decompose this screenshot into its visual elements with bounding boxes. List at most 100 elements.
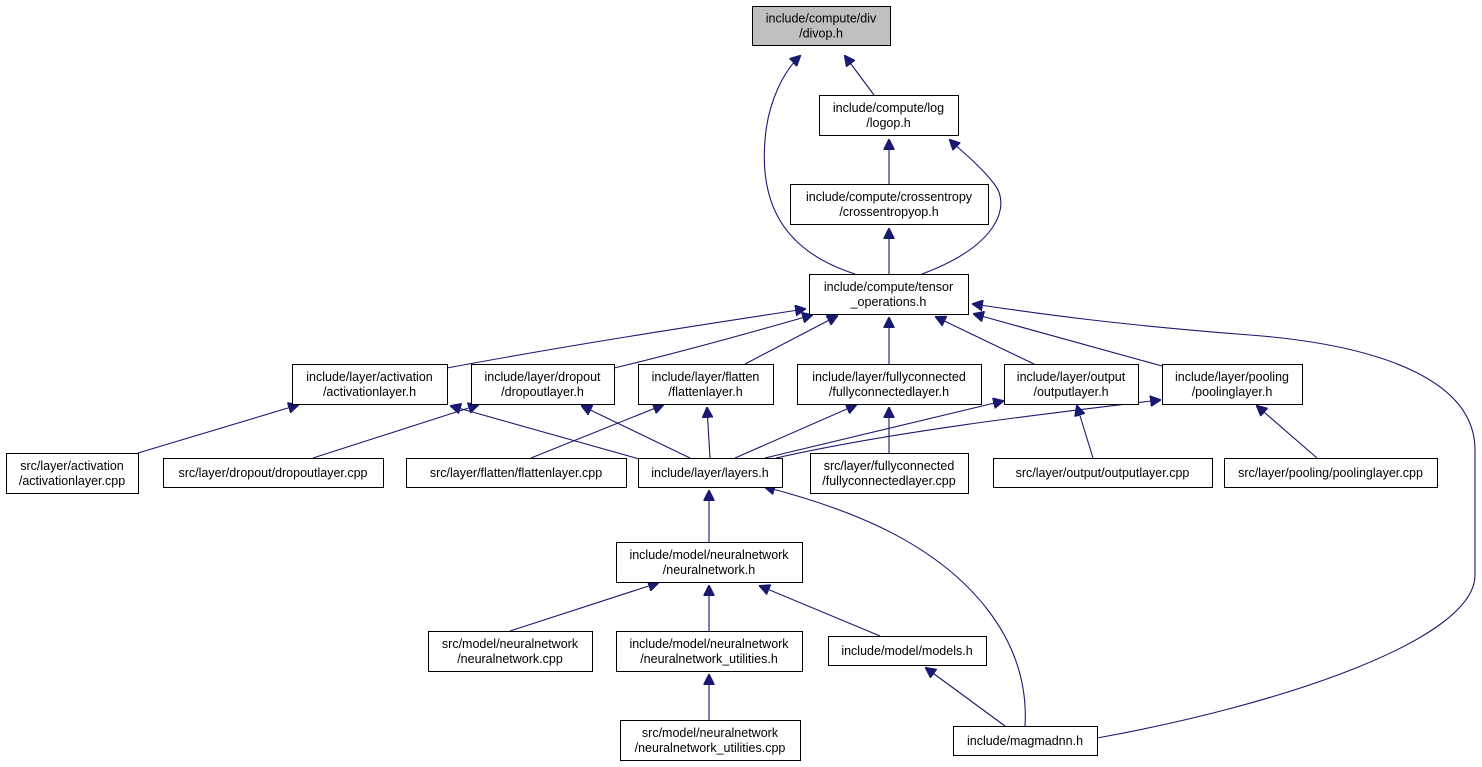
node-neuralnetwork-utilities-cpp[interactable]: src/model/neuralnetwork/neuralnetwork_ut… <box>620 720 801 761</box>
node-tensor-operations[interactable]: include/compute/tensor_operations.h <box>809 274 969 315</box>
node-label-line: /logop.h <box>866 116 911 130</box>
edge-flattenlayer_cpp-to-flattenlayer_h <box>530 405 663 459</box>
node-box <box>406 458 627 488</box>
edge-layers_h-to-fullyconnectedlayer_h <box>734 405 856 459</box>
node-box <box>6 453 139 494</box>
edge-magmadnn_h-to-tensor_operations <box>973 304 1476 739</box>
node-label-line: /neuralnetwork.cpp <box>457 652 563 666</box>
node-label-line: include/compute/div <box>766 12 877 26</box>
node-activationlayer-cpp[interactable]: src/layer/activation/activationlayer.cpp <box>6 453 139 494</box>
edge-dropoutlayer_h-to-tensor_operations <box>613 315 812 369</box>
edge-magmadnn_h-to-models_h <box>926 668 1006 727</box>
node-label-line: src/layer/flatten/flattenlayer.cpp <box>430 466 602 480</box>
node-box <box>993 458 1213 488</box>
node-label-line: /neuralnetwork_utilities.h <box>640 652 778 666</box>
node-box <box>1224 458 1438 488</box>
edge-outputlayer_cpp-to-outputlayer_h <box>1077 406 1094 459</box>
node-label-line: /fullyconnectedlayer.h <box>829 385 949 399</box>
node-label-line: include/model/models.h <box>841 644 972 658</box>
node-box <box>1004 364 1139 405</box>
node-label-line: src/layer/fullyconnected <box>824 459 955 473</box>
node-label-line: include/layer/activation <box>306 370 433 384</box>
node-box <box>797 364 982 405</box>
node-label-line: /divop.h <box>799 27 843 41</box>
node-label-line: /crossentropyop.h <box>839 205 938 219</box>
node-label-line: /outputlayer.h <box>1033 385 1108 399</box>
edge-outputlayer_h-to-tensor_operations <box>936 317 1035 365</box>
edge-dropoutlayer_cpp-to-dropoutlayer_h <box>312 405 478 459</box>
node-box <box>616 542 803 583</box>
edge-activationlayer_h-to-tensor_operations <box>446 309 805 369</box>
node-label-line: /activationlayer.cpp <box>19 474 125 488</box>
node-label-line: src/model/neuralnetwork <box>642 726 779 740</box>
node-label-line: include/layer/fullyconnected <box>812 370 966 384</box>
node-box <box>809 274 969 315</box>
node-label-line: include/layer/output <box>1017 370 1126 384</box>
node-neuralnetwork-h[interactable]: include/model/neuralnetwork/neuralnetwor… <box>616 542 803 583</box>
node-box <box>790 184 989 225</box>
edge-layers_h-to-flattenlayer_h <box>707 408 710 459</box>
edge-layers_h-to-poolinglayer_h <box>775 400 1160 459</box>
node-neuralnetwork-utilities-h[interactable]: include/model/neuralnetwork/neuralnetwor… <box>616 631 803 672</box>
node-box <box>752 6 891 46</box>
node-box <box>163 458 384 488</box>
node-dropoutlayer-h[interactable]: include/layer/dropout/dropoutlayer.h <box>471 364 615 405</box>
node-fullyconnectedlayer-h[interactable]: include/layer/fullyconnected/fullyconnec… <box>797 364 982 405</box>
node-divop[interactable]: include/compute/div/divop.h <box>752 6 891 46</box>
edge-layers_h-to-activationlayer_h <box>451 406 651 463</box>
node-box <box>1162 364 1303 405</box>
node-label-line: /fullyconnectedlayer.cpp <box>822 474 955 488</box>
edge-models_h-to-neuralnetwork_h <box>760 586 881 637</box>
node-label-line: src/layer/pooling/poolinglayer.cpp <box>1238 466 1423 480</box>
node-label-line: /activationlayer.h <box>323 385 416 399</box>
node-box <box>828 636 987 666</box>
node-flattenlayer-h[interactable]: include/layer/flatten/flattenlayer.h <box>638 364 774 405</box>
node-dropoutlayer-cpp[interactable]: src/layer/dropout/dropoutlayer.cpp <box>163 458 384 488</box>
edge-poolinglayer_cpp-to-poolinglayer_h <box>1257 406 1318 459</box>
node-box <box>953 726 1098 756</box>
node-label-line: include/model/neuralnetwork <box>629 548 789 562</box>
node-poolinglayer-cpp[interactable]: src/layer/pooling/poolinglayer.cpp <box>1224 458 1438 488</box>
edge-layers_h-to-outputlayer_h <box>764 401 1003 459</box>
node-label-line: src/layer/dropout/dropoutlayer.cpp <box>179 466 368 480</box>
node-outputlayer-cpp[interactable]: src/layer/output/outputlayer.cpp <box>993 458 1213 488</box>
node-fullyconnectedlayer-cpp[interactable]: src/layer/fullyconnected/fullyconnectedl… <box>810 453 969 494</box>
node-models-h[interactable]: include/model/models.h <box>828 636 987 666</box>
node-label-line: src/layer/activation <box>20 459 124 473</box>
node-label-line: include/layer/flatten <box>652 370 760 384</box>
node-label-line: /dropoutlayer.h <box>501 385 584 399</box>
node-activationlayer-h[interactable]: include/layer/activation/activationlayer… <box>292 364 448 405</box>
node-label-line: include/compute/crossentropy <box>806 190 973 204</box>
node-flattenlayer-cpp[interactable]: src/layer/flatten/flattenlayer.cpp <box>406 458 627 488</box>
node-logop[interactable]: include/compute/log/logop.h <box>819 95 959 136</box>
edge-logop-to-divop <box>845 56 875 96</box>
node-crossentropyop[interactable]: include/compute/crossentropy/crossentrop… <box>790 184 989 225</box>
edge-tensor_operations-to-divop <box>763 56 856 275</box>
node-magmadnn-h[interactable]: include/magmadnn.h <box>953 726 1098 756</box>
node-label-line: /neuralnetwork.h <box>663 563 755 577</box>
edge-tensor_operations-to-logop <box>921 140 1002 275</box>
node-label-line: _operations.h <box>850 295 927 309</box>
node-label-line: include/layer/dropout <box>484 370 601 384</box>
node-neuralnetwork-cpp[interactable]: src/model/neuralnetwork/neuralnetwork.cp… <box>428 631 593 672</box>
node-label-line: /neuralnetwork_utilities.cpp <box>635 741 786 755</box>
node-label-line: /flattenlayer.h <box>668 385 742 399</box>
node-label-line: /poolinglayer.h <box>1192 385 1273 399</box>
node-outputlayer-h[interactable]: include/layer/output/outputlayer.h <box>1004 364 1139 405</box>
node-label-line: include/compute/log <box>833 101 944 115</box>
edge-poolinglayer_h-to-tensor_operations <box>974 314 1163 367</box>
node-layers-h[interactable]: include/layer/layers.h <box>638 458 783 488</box>
node-poolinglayer-h[interactable]: include/layer/pooling/poolinglayer.h <box>1162 364 1303 405</box>
node-box <box>620 720 801 761</box>
node-box <box>819 95 959 136</box>
node-box <box>292 364 448 405</box>
edge-neuralnetwork_cpp-to-neuralnetwork_h <box>509 583 658 632</box>
node-box <box>616 631 803 672</box>
edge-layers_h-to-dropoutlayer_h <box>582 406 691 459</box>
node-box <box>428 631 593 672</box>
edges <box>137 56 1476 739</box>
node-label-line: src/layer/output/outputlayer.cpp <box>1016 466 1190 480</box>
node-box <box>638 458 783 488</box>
edge-magmadnn_h-to-layers_h <box>765 487 1026 727</box>
